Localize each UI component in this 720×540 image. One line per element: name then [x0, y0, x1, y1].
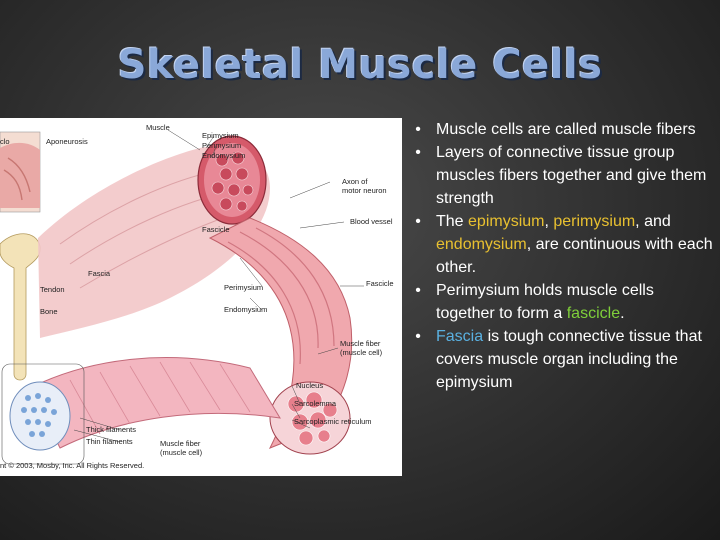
label-aponeurosis: Aponeurosis — [46, 137, 88, 146]
label-muscle: Muscle — [146, 123, 170, 132]
bullet-text: Layers of connective tissue group muscle… — [436, 144, 707, 207]
bullet-marker: • — [415, 328, 421, 345]
bullet-item: • Fascia is tough connective tissue that… — [408, 325, 713, 394]
copyright-text: nt © 2003, Mosby, Inc. All Rights Reserv… — [0, 461, 145, 470]
label-endomysium: Endomysium — [224, 305, 268, 314]
muscle-illustration — [0, 129, 364, 465]
label-perimysium-top: Perimysium — [202, 141, 242, 150]
label-epimysium: Epimysium — [202, 131, 239, 140]
label-fascia: Fascia — [88, 269, 111, 278]
bullet-text-part: is tough connective tissue that covers m… — [436, 328, 702, 391]
label-fascicle-right: Fascicle — [366, 279, 394, 288]
slide-title: Skeletal Muscle Cells — [117, 42, 603, 88]
bullet-item: • Muscle cells are called muscle fibers — [408, 118, 713, 141]
label-blood-vessel: Blood vessel — [350, 217, 393, 226]
term-fascicle: fascicle — [566, 305, 621, 322]
bullet-marker: • — [415, 213, 421, 230]
bullet-text-part: , are continuous with each other. — [436, 236, 713, 276]
bullet-item: • Layers of connective tissue group musc… — [408, 141, 713, 210]
label-endomysium-top: Endomysium — [202, 151, 246, 160]
bullet-item: • The epimysium, perimysium, and endomys… — [408, 210, 713, 279]
myofibril-cross-section — [9, 381, 71, 451]
label-muscle-fiber-cell: Muscle fiber (muscle cell) — [340, 339, 383, 357]
label-muscle-fiber-bottom: Muscle fiber (muscle cell) — [160, 439, 203, 457]
term-fascia: Fascia — [436, 328, 484, 345]
label-tendon: Tendon — [40, 285, 65, 294]
label-axon: Axon of motor neuron — [342, 177, 387, 195]
bullet-text-part: , and — [635, 213, 671, 230]
term-perimysium: perimysium — [553, 213, 636, 230]
chest-muscle-shape — [0, 142, 40, 208]
bullet-text-part: The — [436, 213, 469, 230]
term-endomysium: endomysium — [436, 236, 527, 253]
bullet-marker: • — [415, 282, 421, 299]
label-fascicle-top: Fascicle — [202, 225, 230, 234]
label-sarcolemma: Sarcolemma — [294, 399, 337, 408]
bullet-text-part: , — [544, 213, 554, 230]
label-thin-filaments: Thin filaments — [86, 437, 133, 446]
label-clo: clo — [0, 137, 10, 146]
bullet-marker: • — [415, 121, 421, 138]
bullet-marker: • — [415, 144, 421, 161]
bullet-item: • Perimysium holds muscle cells together… — [408, 279, 713, 325]
label-sarcoplasmic: Sarcoplasmic reticulum — [294, 417, 372, 426]
bullet-text-part: Perimysium holds muscle cells together t… — [436, 282, 654, 322]
label-thick-filaments: Thick filaments — [86, 425, 137, 434]
label-perimysium: Perimysium — [224, 283, 264, 292]
term-epimysium: epimysium — [468, 213, 545, 230]
bullet-text: Muscle cells are called muscle fibers — [436, 121, 696, 138]
bone-shape — [0, 233, 41, 381]
bullet-text-part: . — [620, 305, 625, 322]
muscle-anatomy-figure: Muscle Epimysium Perimysium Endomysium A… — [0, 118, 402, 476]
label-bone: Bone — [40, 307, 58, 316]
label-nucleus: Nucleus — [296, 381, 324, 390]
bullet-list: • Muscle cells are called muscle fibers … — [408, 118, 713, 394]
